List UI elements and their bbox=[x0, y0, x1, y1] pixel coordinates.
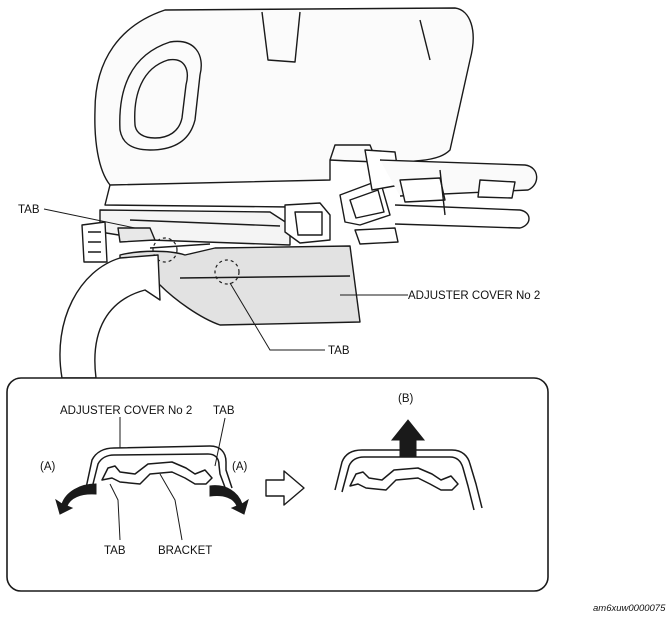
label-arrow-a-left: (A) bbox=[40, 461, 56, 473]
figure-code: am6xuw0000075 bbox=[593, 603, 666, 614]
label-adjuster-cover-detail: ADJUSTER COVER No 2 bbox=[60, 405, 192, 417]
curved-arrow-icon-right bbox=[209, 485, 249, 515]
leader-lines-detail bbox=[109, 417, 226, 541]
enlargement-arrow bbox=[59, 254, 161, 379]
label-adjuster-cover-upper: ADJUSTER COVER No 2 bbox=[408, 290, 540, 302]
detail-cover-installed bbox=[85, 445, 233, 491]
label-tab-detail-top: TAB bbox=[213, 405, 235, 417]
up-arrow-icon bbox=[390, 419, 426, 457]
label-tab-top-left: TAB bbox=[18, 204, 40, 216]
tab-circle-middle bbox=[214, 259, 240, 285]
label-tab-detail-bottom: TAB bbox=[104, 545, 126, 557]
label-bracket: BRACKET bbox=[158, 545, 212, 557]
tab-callout-circles bbox=[152, 237, 240, 285]
curved-arrow-icon-left bbox=[55, 483, 97, 515]
leader-lines-upper bbox=[43, 208, 408, 351]
tab-circle-left bbox=[152, 237, 178, 263]
label-tab-upper-middle: TAB bbox=[328, 345, 350, 357]
label-arrow-b: (B) bbox=[398, 393, 414, 405]
right-arrow-icon bbox=[265, 470, 305, 506]
label-arrow-a-right: (A) bbox=[232, 461, 248, 473]
detail-cover-removed bbox=[334, 449, 483, 511]
